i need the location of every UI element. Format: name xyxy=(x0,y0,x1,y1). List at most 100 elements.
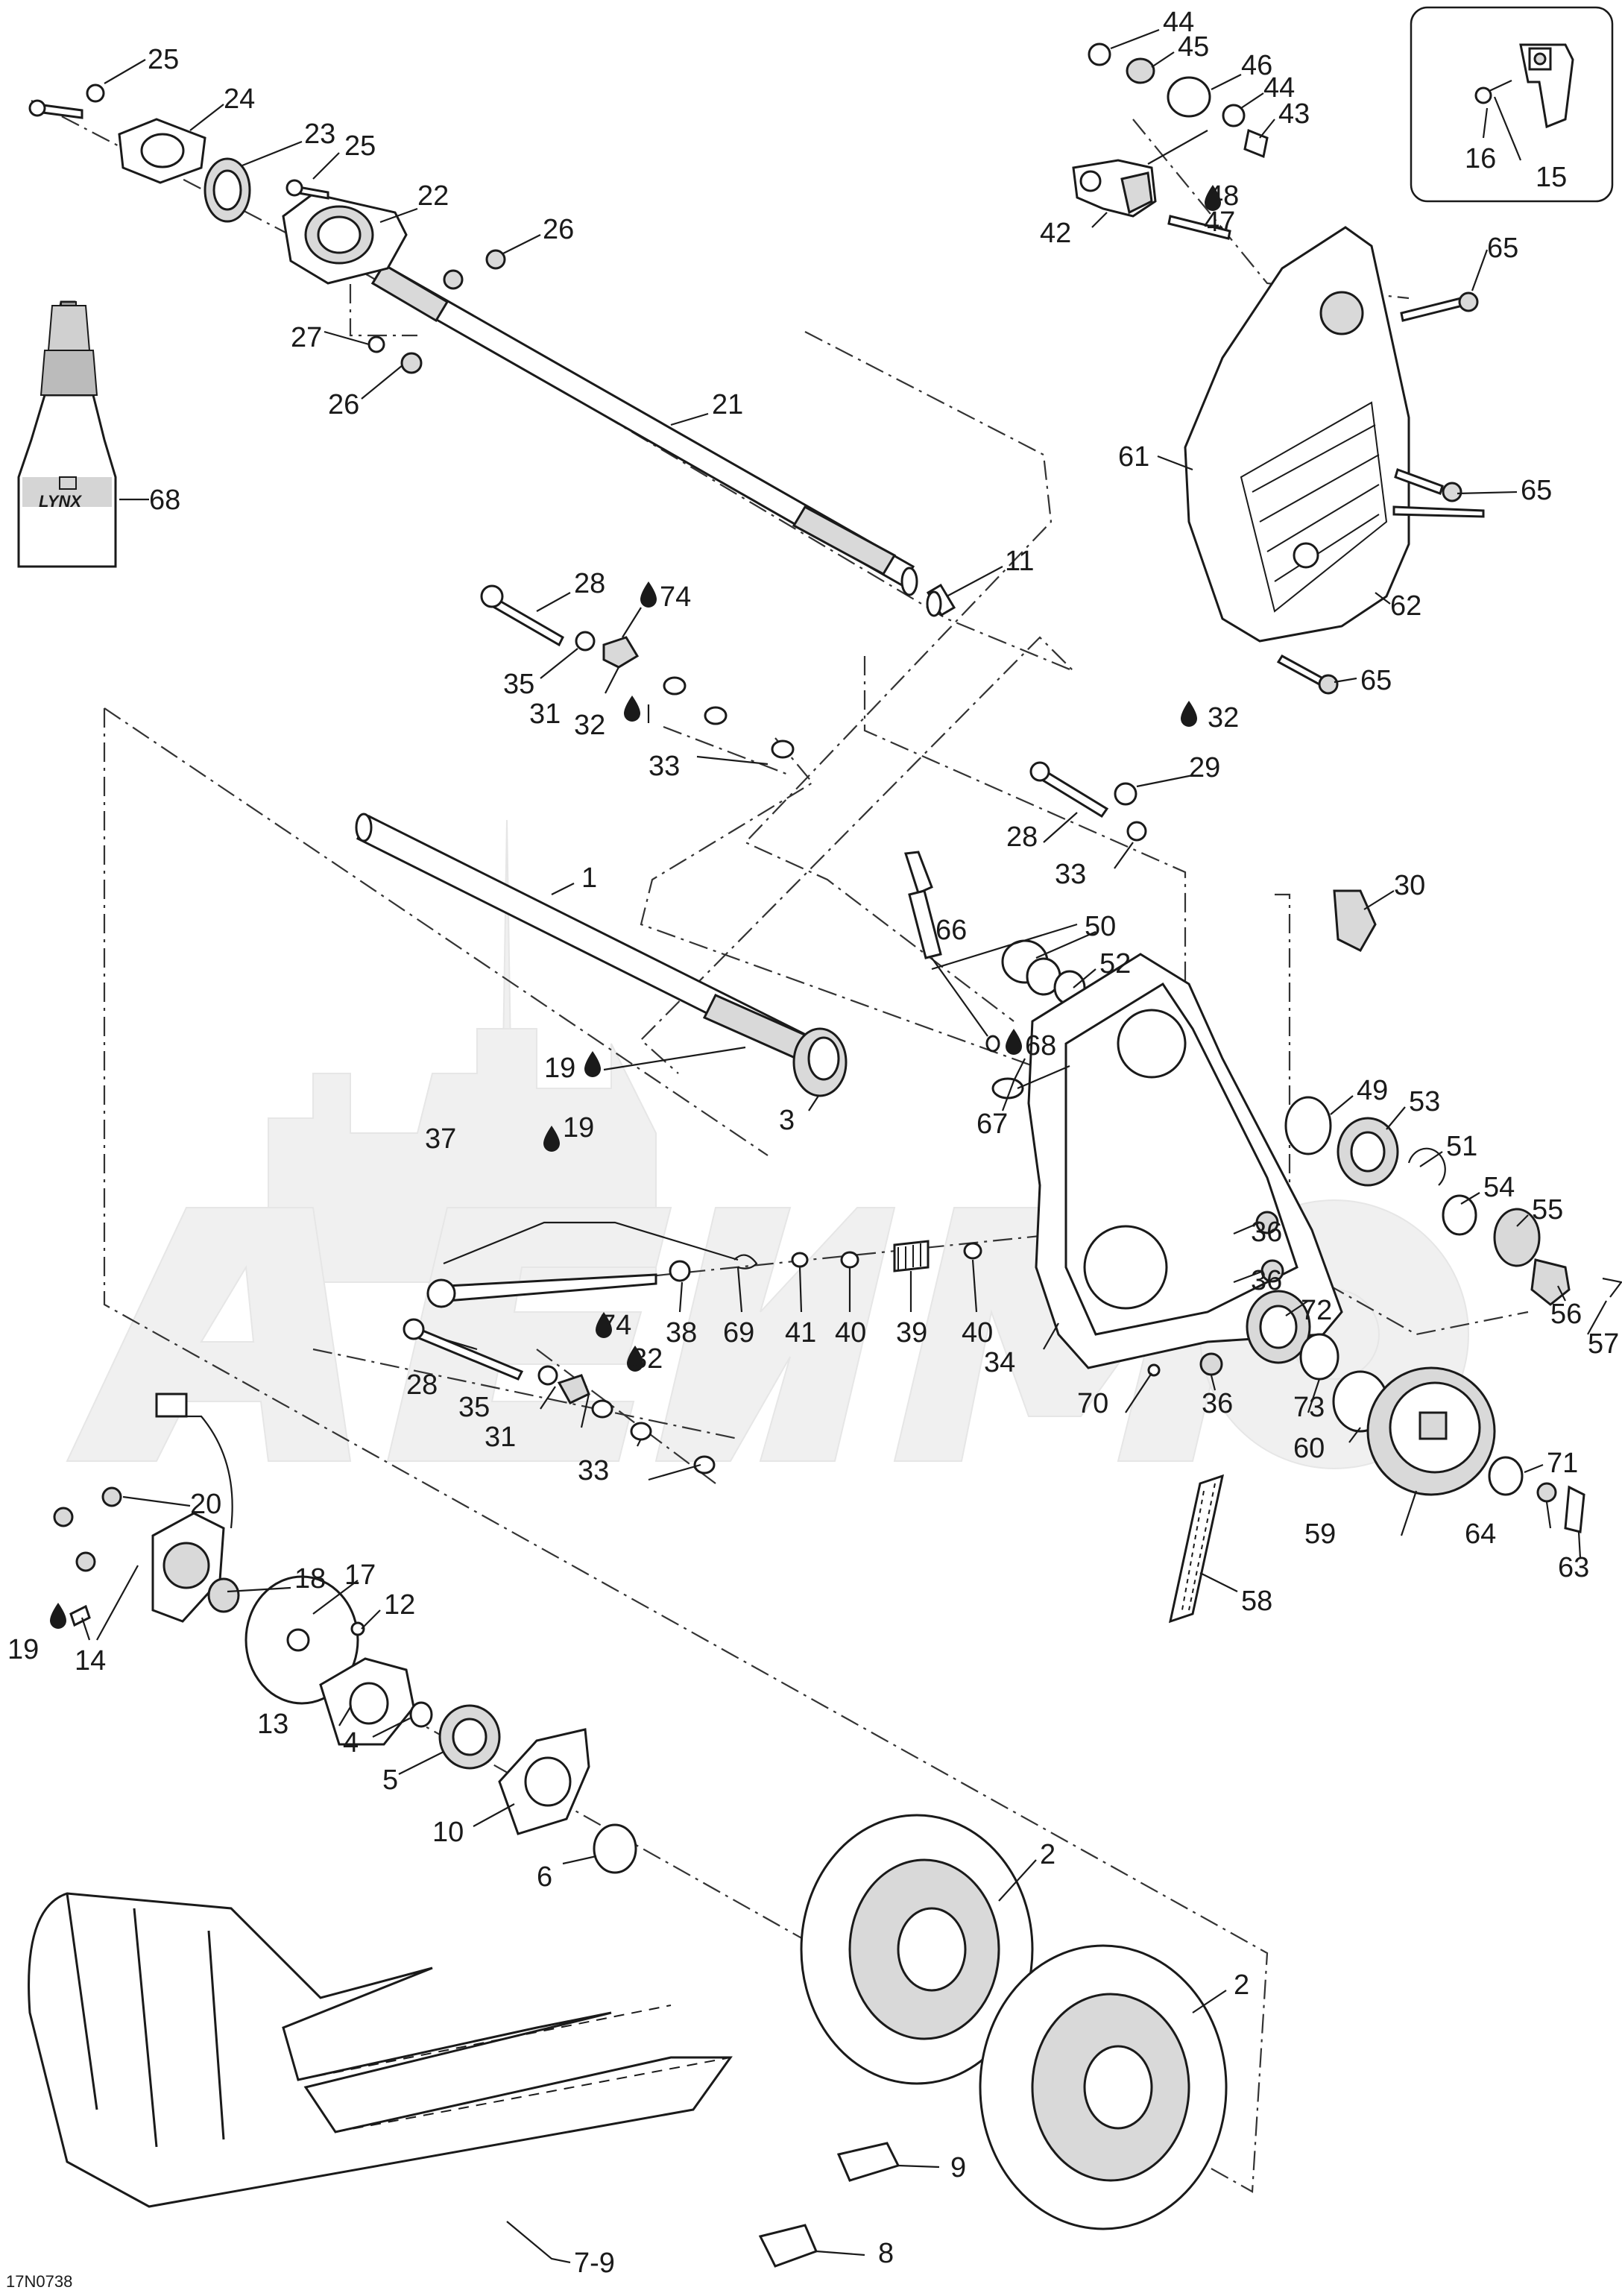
part-9-block xyxy=(836,2142,900,2182)
callout-17: 17 xyxy=(344,1559,376,1591)
callout-32: 32 xyxy=(1208,702,1239,734)
part-5-bearing xyxy=(438,1704,501,1770)
part-66-dipstick xyxy=(904,851,1000,1053)
callout-37: 37 xyxy=(425,1123,456,1155)
callout-22: 22 xyxy=(417,180,449,212)
callout-65: 65 xyxy=(1487,233,1518,264)
inset-box xyxy=(1410,6,1614,203)
callout-68: 68 xyxy=(1025,1030,1056,1062)
part-13-plate xyxy=(319,1657,433,1746)
callout-20: 20 xyxy=(190,1489,221,1520)
callout-36: 36 xyxy=(1202,1388,1233,1419)
callout-9: 9 xyxy=(950,2152,966,2183)
callout-40: 40 xyxy=(835,1317,866,1349)
part-2-drive-sprocket-b xyxy=(979,1944,1228,2230)
bottle-brand-text: LYNX xyxy=(39,492,82,511)
callout-32: 32 xyxy=(574,710,605,741)
callout-8: 8 xyxy=(878,2238,894,2269)
callout-26: 26 xyxy=(328,389,359,420)
part-21-drive-shaft xyxy=(370,262,918,596)
callout-12: 12 xyxy=(384,1589,415,1621)
part-50-bushing xyxy=(1001,939,1061,996)
callout-1: 1 xyxy=(581,862,597,894)
gear-stack-upper xyxy=(1284,1096,1622,1306)
callout-10: 10 xyxy=(432,1817,464,1848)
callout-30: 30 xyxy=(1394,870,1425,901)
part-6-circlip xyxy=(593,1823,637,1874)
part-7-9-track xyxy=(28,1892,733,2208)
callout-33: 33 xyxy=(1055,859,1086,890)
callout-24: 24 xyxy=(224,83,255,115)
part-8-block xyxy=(758,2224,818,2268)
callout-50: 50 xyxy=(1085,911,1116,942)
part-42-tensioner-arm xyxy=(1072,159,1157,218)
callout-36: 36 xyxy=(1251,1265,1282,1296)
callout-19: 19 xyxy=(563,1112,594,1144)
callout-47: 47 xyxy=(1204,206,1235,238)
callout-65: 65 xyxy=(1360,665,1392,696)
callout-65: 65 xyxy=(1521,475,1552,506)
callout-25: 25 xyxy=(344,130,376,162)
callout-46: 46 xyxy=(1241,50,1272,81)
callout-19: 19 xyxy=(7,1634,39,1665)
callout-2: 2 xyxy=(1234,1969,1249,2001)
callout-13: 13 xyxy=(257,1709,288,1740)
part-11-bushing xyxy=(926,583,956,617)
callout-44: 44 xyxy=(1163,7,1194,38)
callout-26: 26 xyxy=(543,214,574,245)
callout-44: 44 xyxy=(1263,72,1295,104)
callout-58: 58 xyxy=(1241,1586,1272,1617)
callout-3: 3 xyxy=(779,1105,795,1136)
callout-35: 35 xyxy=(503,669,534,700)
callout-28: 28 xyxy=(574,568,605,599)
callout-41: 41 xyxy=(785,1317,816,1349)
callout-19: 19 xyxy=(544,1053,575,1084)
callout-51: 51 xyxy=(1446,1131,1477,1162)
callout-4: 4 xyxy=(343,1727,359,1759)
callout-35: 35 xyxy=(458,1392,490,1423)
callout-43: 43 xyxy=(1278,98,1310,130)
part-22-bearing-housing xyxy=(282,192,408,285)
bolts-20 xyxy=(53,1486,122,1627)
callout-59: 59 xyxy=(1304,1518,1336,1550)
parts-43-47 xyxy=(1088,42,1269,240)
part-61-62-cover xyxy=(1184,226,1410,643)
part-3-oil-seal xyxy=(792,1027,848,1097)
callout-11: 11 xyxy=(1005,546,1034,577)
callout-55: 55 xyxy=(1532,1194,1563,1226)
callout-57: 57 xyxy=(1588,1328,1619,1360)
callout-14: 14 xyxy=(75,1645,106,1677)
part-17-disc xyxy=(244,1575,365,1705)
part-2-drive-sprocket-a xyxy=(800,1814,1034,2085)
callout-45: 45 xyxy=(1178,31,1209,63)
part-58-chain xyxy=(1168,1474,1225,1624)
part-1-jackshaft xyxy=(355,813,818,1065)
part-15-clip xyxy=(1519,43,1574,129)
oil-drop-icon xyxy=(50,185,1221,1629)
bolts-65 xyxy=(1276,291,1485,695)
callout-70: 70 xyxy=(1077,1388,1108,1419)
callout-52: 52 xyxy=(1099,948,1131,980)
callout-29: 29 xyxy=(1189,752,1220,783)
callout-48: 48 xyxy=(1208,180,1239,212)
callout-7-9: 7-9 xyxy=(574,2248,615,2279)
callout-32: 32 xyxy=(631,1343,663,1375)
callout-27: 27 xyxy=(291,322,322,353)
callout-25: 25 xyxy=(148,44,179,75)
part-24-flange xyxy=(118,118,206,184)
callout-33: 33 xyxy=(578,1455,609,1486)
callout-68: 68 xyxy=(149,485,180,516)
callout-62: 62 xyxy=(1390,590,1421,622)
callout-42: 42 xyxy=(1040,218,1071,249)
callout-labels: 25 24 23 25 22 26 27 26 21 68 11 28 74 3… xyxy=(6,7,1619,2291)
part-37-pin-assembly xyxy=(426,1240,982,1308)
callout-61: 61 xyxy=(1118,441,1149,473)
callout-63: 63 xyxy=(1558,1552,1589,1583)
callout-18: 18 xyxy=(294,1563,326,1595)
callout-53: 53 xyxy=(1409,1086,1440,1117)
part-30-bracket xyxy=(1333,889,1377,952)
callout-74: 74 xyxy=(600,1310,631,1341)
callout-31: 31 xyxy=(485,1422,516,1453)
callout-40: 40 xyxy=(962,1317,993,1349)
